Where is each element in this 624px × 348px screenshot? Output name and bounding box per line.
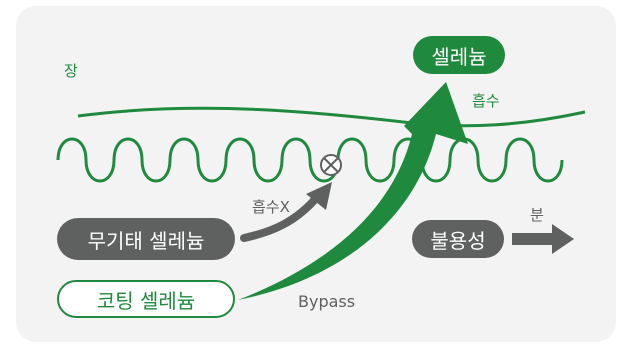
intestine-wall-line <box>77 106 586 128</box>
bypass-label: Bypass <box>298 292 356 311</box>
coated-selenium-badge: 코팅 셀레늄 <box>57 280 235 318</box>
intestine-label: 장 <box>64 62 78 80</box>
inorganic-arrow-head <box>306 182 332 210</box>
inorganic-arrow-shaft <box>240 192 322 242</box>
absorb-label: 흡수 <box>472 92 500 110</box>
villi-wave <box>56 137 564 183</box>
insoluble-badge: 불용성 <box>412 220 504 258</box>
blocked-icon <box>320 154 342 176</box>
inorganic-selenium-badge: 무기태 셀레늄 <box>57 218 235 260</box>
feces-arrow <box>512 224 574 254</box>
selenium-product-badge: 셀레늄 <box>413 36 505 74</box>
no-absorb-label: 흡수X <box>252 198 290 216</box>
feces-label: 분 <box>530 206 544 224</box>
bypass-arrow-body <box>238 82 468 300</box>
